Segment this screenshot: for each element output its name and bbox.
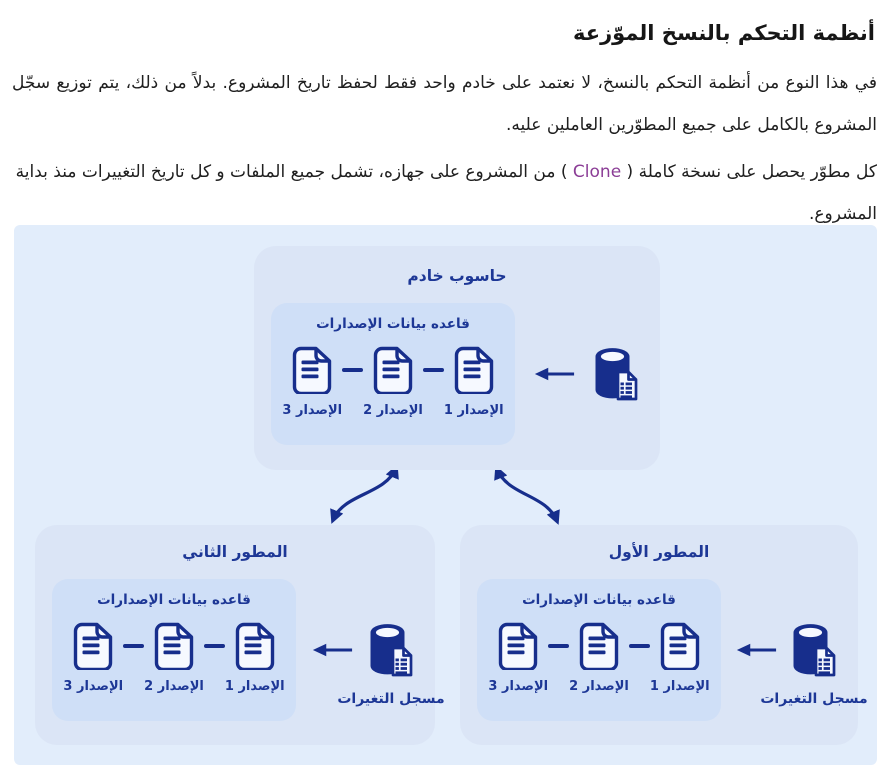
- developer-two-box: المطور الثاني قاعده بيانات الإصدارات الإ…: [35, 525, 445, 745]
- database-icon: [592, 345, 640, 403]
- developer-one-versions-db-title: قاعده بيانات الإصدارات: [522, 592, 676, 608]
- developer-one-content: قاعده بيانات الإصدارات الإصدار 1 الإصدار…: [460, 579, 868, 721]
- database-icon: [367, 621, 415, 679]
- clone-paragraph: كل مطوّر يحصل على نسخة كاملة ( Clone ) م…: [12, 151, 877, 236]
- changes-log-label: مسجل التغيرات: [337, 691, 445, 707]
- version-node: الإصدار 2: [569, 622, 629, 694]
- server-versions-db-title: قاعده بيانات الإصدارات: [316, 316, 470, 332]
- version-connector: [203, 644, 225, 648]
- version-connector: [548, 644, 570, 648]
- version-node: الإصدار 3: [63, 622, 123, 694]
- server-versions-row: الإصدار 1 الإصدار 2 الإصدار 3: [271, 346, 515, 418]
- version-label: الإصدار 2: [144, 679, 204, 694]
- version-node: الإصدار 1: [650, 622, 710, 694]
- developer-two-title: المطور الثاني: [182, 543, 288, 561]
- document-icon: [498, 622, 538, 670]
- version-connector: [422, 368, 444, 372]
- document-icon: [235, 622, 275, 670]
- server-box-content: قاعده بيانات الإصدارات الإصدار 1 الإصدار…: [254, 303, 660, 445]
- developer-two-content: قاعده بيانات الإصدارات الإصدار 1 الإصدار…: [35, 579, 445, 721]
- developer-two-versions-db-box: قاعده بيانات الإصدارات الإصدار 1 الإصدار…: [52, 579, 296, 721]
- developer-one-title: المطور الأول: [608, 543, 710, 561]
- document-icon: [154, 622, 194, 670]
- server-box: حاسوب خادم قاعده بيانات الإصدارات الإصدا…: [254, 246, 660, 470]
- version-label: الإصدار 2: [363, 403, 423, 418]
- document-icon: [73, 622, 113, 670]
- developer-two-versions-db-title: قاعده بيانات الإصدارات: [97, 592, 251, 608]
- left-arrow-icon: [734, 642, 778, 658]
- document-icon: [292, 346, 332, 394]
- page-title: أنظمة التحكم بالنسخ الموّزعة: [573, 21, 875, 45]
- document-icon: [454, 346, 494, 394]
- server-versions-db-box: قاعده بيانات الإصدارات الإصدار 1 الإصدار…: [271, 303, 515, 445]
- version-control-diagram: حاسوب خادم قاعده بيانات الإصدارات الإصدا…: [14, 225, 877, 765]
- left-arrow-icon: [310, 642, 354, 658]
- version-node: الإصدار 3: [488, 622, 548, 694]
- developer-two-changes-db: مسجل التغيرات: [337, 621, 445, 707]
- version-node: الإصدار 2: [144, 622, 204, 694]
- version-label: الإصدار 1: [443, 403, 504, 418]
- version-label: الإصدار 1: [649, 679, 710, 694]
- server-box-title: حاسوب خادم: [407, 267, 507, 285]
- version-label: الإصدار 3: [488, 679, 549, 694]
- clone-paragraph-before: كل مطوّر يحصل على نسخة كاملة (: [621, 161, 877, 182]
- version-node: الإصدار 2: [363, 346, 423, 418]
- developer-two-versions-row: الإصدار 1 الإصدار 2 الإصدار 3: [52, 622, 296, 694]
- developer-one-versions-db-box: قاعده بيانات الإصدارات الإصدار 1 الإصدار…: [477, 579, 721, 721]
- version-connector: [123, 644, 145, 648]
- version-connector: [628, 644, 650, 648]
- version-label: الإصدار 3: [63, 679, 124, 694]
- sync-arrow-right: [494, 465, 560, 525]
- developer-one-versions-row: الإصدار 1 الإصدار 2 الإصدار 3: [477, 622, 721, 694]
- developer-one-box: المطور الأول قاعده بيانات الإصدارات الإص…: [460, 525, 868, 745]
- developer-one-changes-db: مسجل التغيرات: [760, 621, 868, 707]
- page: { "document": { "title": "أنظمة التحكم ب…: [0, 18, 889, 772]
- version-node: الإصدار 3: [282, 346, 342, 418]
- version-node: الإصدار 1: [225, 622, 285, 694]
- version-label: الإصدار 3: [282, 403, 343, 418]
- document-icon: [579, 622, 619, 670]
- version-label: الإصدار 2: [569, 679, 629, 694]
- version-label: الإصدار 1: [224, 679, 285, 694]
- sync-arrow-left: [330, 464, 399, 524]
- left-arrow-icon: [532, 366, 576, 382]
- version-node: الإصدار 1: [444, 346, 504, 418]
- changes-log-label: مسجل التغيرات: [760, 691, 868, 707]
- document-icon: [373, 346, 413, 394]
- version-connector: [342, 368, 364, 372]
- clone-term: Clone: [572, 161, 622, 182]
- clone-paragraph-after: ) من المشروع على جهازه، تشمل جميع الملفا…: [15, 161, 877, 225]
- intro-paragraph: في هذا النوع من أنظمة التحكم بالنسخ، لا …: [12, 72, 877, 136]
- document-icon: [660, 622, 700, 670]
- database-icon: [790, 621, 838, 679]
- server-changes-db: [592, 345, 640, 403]
